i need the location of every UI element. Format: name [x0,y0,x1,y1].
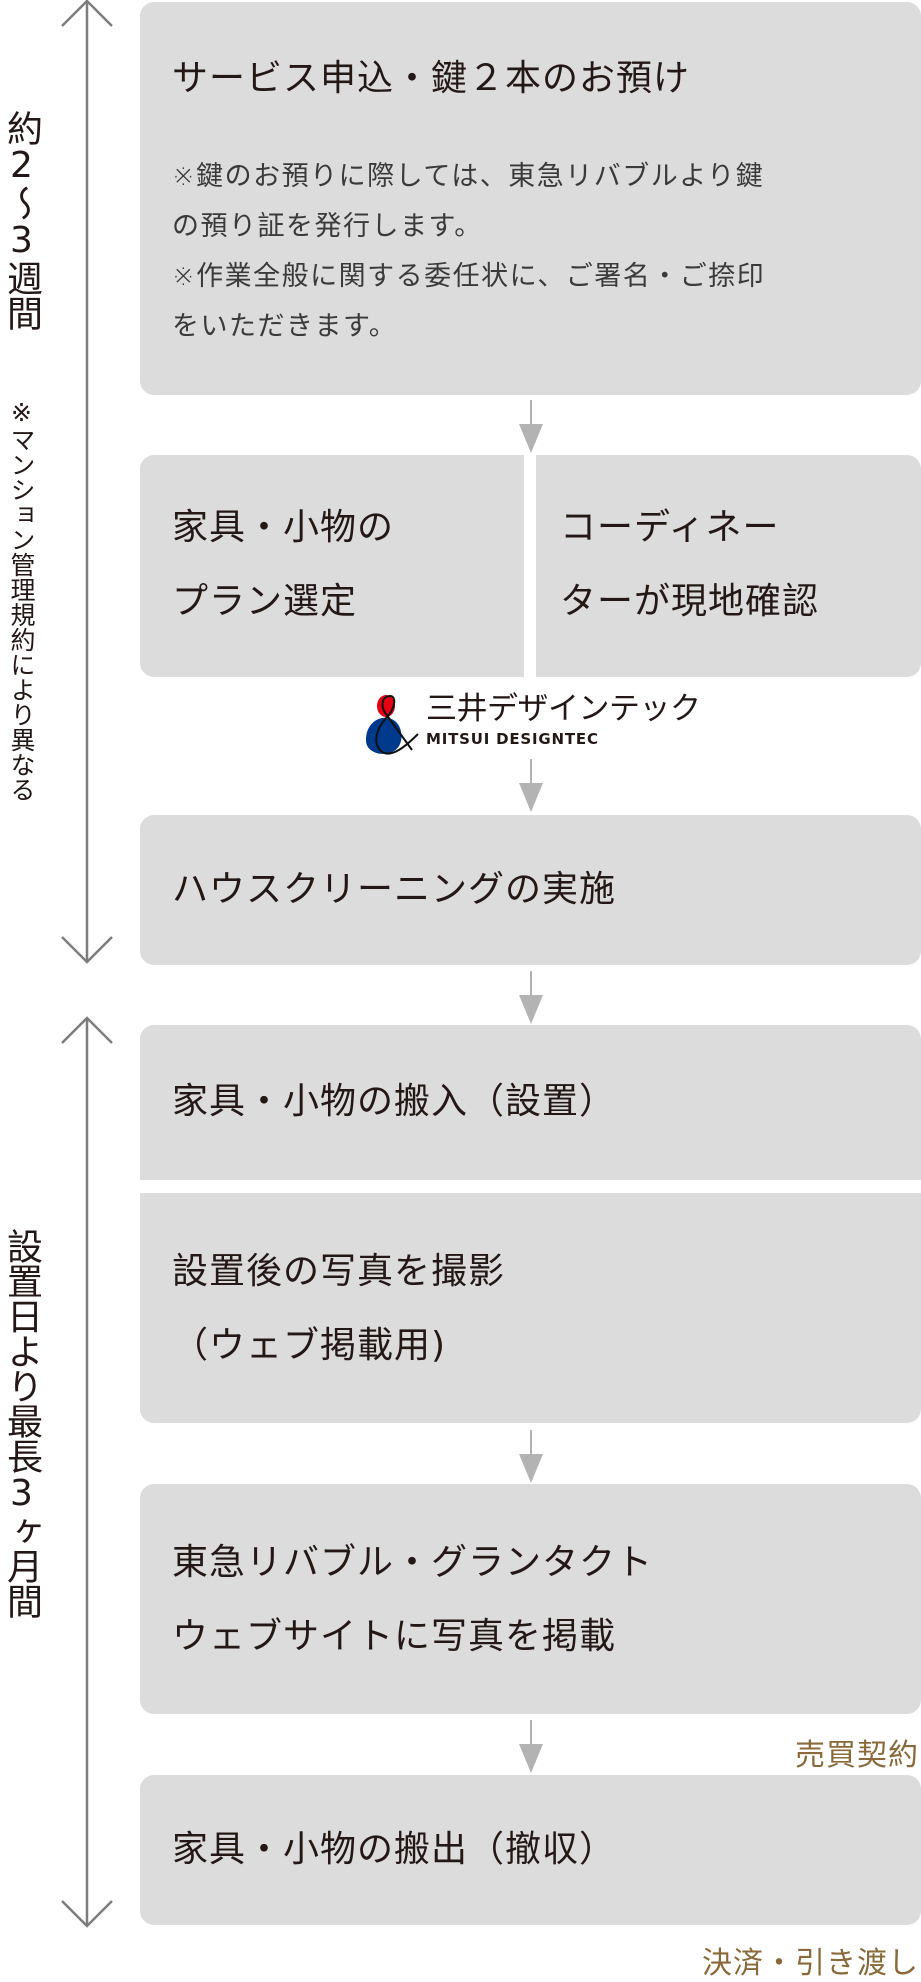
timeline-arrow-phase2 [61,1016,113,1928]
step-removal-title: 家具・小物の搬出（撤収） [172,1829,617,1870]
step-plan-line: プラン選定 [172,581,358,622]
step-photo-text: 設置後の写真を撮影 （ウェブ掲載用) [172,1235,505,1383]
step-coordinator: コーディネー ターが現地確認 [536,455,921,677]
flow-arrow-down-icon [519,759,543,812]
step-removal: 家具・小物の搬出（撤収） [140,1775,921,1925]
phase2-duration-label: 設置日より最長3ヶ月間 [1,1228,42,1618]
logo-name-en: MITSUI DESIGNTEC [426,730,599,748]
step-plan-text: 家具・小物の プラン選定 [172,491,394,639]
step-cleaning: ハウスクリーニングの実施 [140,815,921,965]
step-web-line: 東急リバブル・グランタクト [172,1542,654,1583]
flow-arrow-down-icon [519,400,543,453]
note-line: ※作業全般に関する委任状に、ご署名・ご捺印 [172,261,766,292]
milestone-settlement-label: 決済・引き渡し [702,1946,919,1981]
step-apply-title: サービス申込・鍵２本のお預け [172,58,691,99]
note-line: をいただきます。 [172,311,398,342]
phase1-note-label: ※マンション管理規約により異なる [7,398,36,802]
step-photo-line: 設置後の写真を撮影 [172,1251,506,1292]
timeline-arrow-phase1 [61,0,113,964]
note-line: の預り証を発行します。 [172,211,483,242]
step-coordinator-text: コーディネー ターが現地確認 [560,491,819,639]
step-photo-line: （ウェブ掲載用) [172,1325,447,1366]
note-line: ※鍵のお預りに際しては、東急リバブルより鍵 [172,161,765,192]
step-web-text: 東急リバブル・グランタクト ウェブサイトに写真を掲載 [172,1526,653,1674]
step-web: 東急リバブル・グランタクト ウェブサイトに写真を掲載 [140,1484,921,1714]
step-web-line: ウェブサイトに写真を掲載 [172,1616,617,1657]
step-install: 家具・小物の搬入（設置） [140,1025,921,1180]
step-coordinator-line: ターが現地確認 [560,581,820,622]
mitsui-designtec-logo: 三井デザインテック MITSUI DESIGNTEC [362,688,702,758]
flow-arrow-down-icon [519,1430,543,1483]
flow-arrow-down-icon [519,971,543,1024]
phase1-duration-label: 約2〜3週間 [1,110,42,330]
flow-arrow-down-icon [519,1720,543,1773]
step-apply: サービス申込・鍵２本のお預け ※鍵のお預りに際しては、東急リバブルより鍵 の預り… [140,2,921,395]
logo-name-ja: 三井デザインテック [426,691,701,727]
step-plan: 家具・小物の プラン選定 [140,455,524,677]
step-apply-notes: ※鍵のお預りに際しては、東急リバブルより鍵 の預り証を発行します。 ※作業全般に… [172,152,765,352]
step-cleaning-title: ハウスクリーニングの実施 [172,869,617,910]
mitsui-designtec-logo-mark-icon [366,695,419,755]
milestone-contract-label: 売買契約 [795,1738,919,1773]
step-plan-line: 家具・小物の [172,507,395,548]
step-photo: 設置後の写真を撮影 （ウェブ掲載用) [140,1193,921,1423]
step-install-title: 家具・小物の搬入（設置） [172,1081,617,1122]
step-coordinator-line: コーディネー [560,507,780,548]
